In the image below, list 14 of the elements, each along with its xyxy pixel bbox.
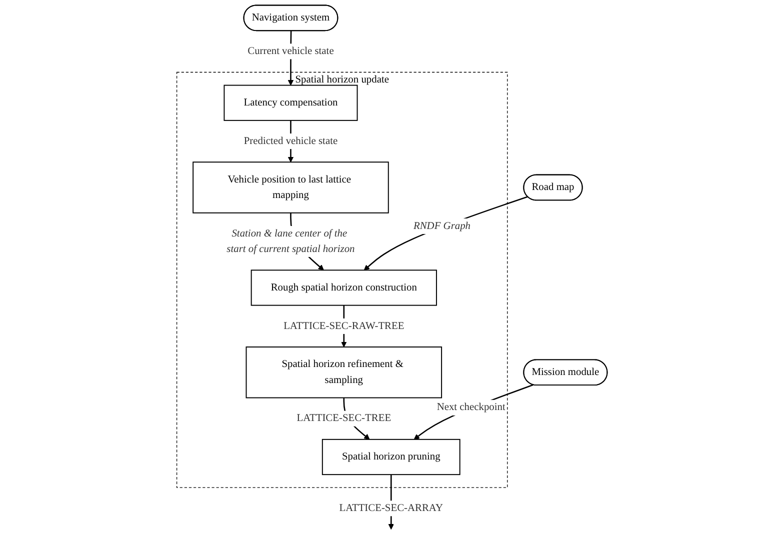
node-box: Spatial horizon pruning [322, 438, 460, 476]
arrow [364, 196, 528, 270]
edge-label: Current vehicle state [248, 46, 334, 57]
node-box: Vehicle position to last lattice mapping [192, 162, 389, 214]
edge-label: LATTICE-SEC-ARRAY [339, 502, 444, 514]
node-box: Spatial horizon refinement & sampling [246, 346, 442, 398]
edge-label: Next checkpoint [436, 402, 506, 413]
edge-label: LATTICE-SEC-RAW-TREE [284, 320, 404, 332]
edge-label: LATTICE-SEC-TREE [296, 412, 392, 424]
edge-label: Predicted vehicle state [244, 135, 338, 146]
node-box: Latency compensation [224, 84, 358, 121]
node-box: Rough spatial horizon construction [250, 270, 437, 306]
edge-label: Station & lane center of the start of current spatial horizon [226, 228, 355, 255]
arrow [414, 384, 534, 440]
